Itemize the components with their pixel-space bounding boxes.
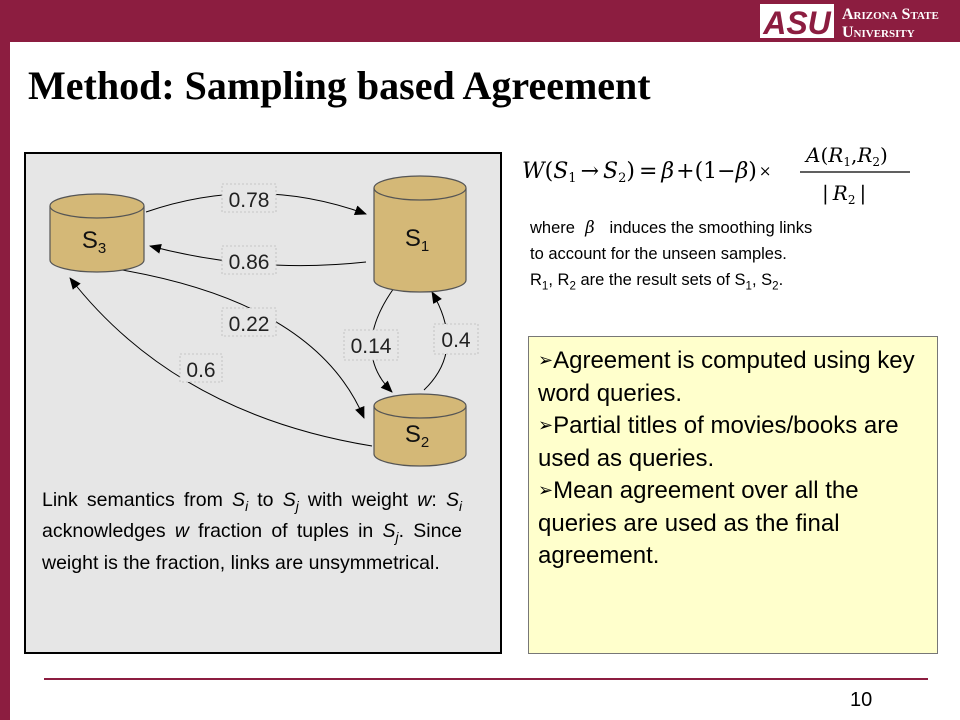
weight-0-78: 0.78 [229, 189, 270, 212]
page-number: 10 [850, 689, 873, 711]
edge-s2-s3 [69, 277, 373, 447]
node-s3: S3 [49, 193, 145, 273]
page-title: Method: Sampling based Agreement [28, 63, 651, 108]
footer-divider [44, 678, 928, 680]
weight-formula: W(S1→S2)=β+(1−β)× A(R1,R2) |R2| [522, 143, 910, 207]
logo-mark-box [760, 4, 834, 38]
weight-0-4: 0.4 [441, 329, 471, 352]
bullet-item: ➢Agreement is computed using key word qu… [538, 347, 915, 407]
weight-0-6: 0.6 [186, 359, 215, 382]
node-s2: S2 [373, 393, 467, 467]
arrow-bullet-icon: ➢ [538, 350, 554, 371]
node-s2-label: S2 [405, 421, 429, 451]
bullet-item: ➢Mean agreement over all the queries are… [538, 477, 859, 569]
formula-denominator: |R2| [822, 181, 866, 207]
explanation-line-2: to account for the unseen samples. [530, 245, 787, 263]
explanation-line-3: R1, R2 are the result sets of S1, S2. [530, 271, 784, 293]
edge-label-s1-s3: 0.86 [221, 245, 277, 275]
node-s1-label: S1 [405, 225, 429, 255]
edge-label-s1-s2: 0.14 [343, 329, 399, 361]
agreement-notes: ➢Agreement is computed using key word qu… [528, 336, 938, 654]
node-s1: S1 [373, 175, 467, 293]
arrow-bullet-icon: ➢ [538, 480, 554, 501]
edge-s3-s2 [121, 269, 365, 419]
edge-label-s3-s2: 0.22 [221, 307, 277, 337]
arrow-bullet-icon: ➢ [538, 415, 554, 436]
bullet-item: ➢Partial titles of movies/books are used… [538, 412, 899, 472]
link-semantics-caption: Link semantics from Si to Sj with weight… [42, 489, 463, 574]
left-accent-bar [0, 0, 10, 720]
node-s3-label: S3 [82, 227, 106, 257]
beta-symbol: β [585, 218, 595, 237]
formula-lhs: W(S1→S2)=β+(1−β)× [522, 159, 771, 186]
logo-line1: Arizona State [842, 6, 939, 23]
weight-0-86: 0.86 [229, 251, 270, 274]
weight-0-14: 0.14 [351, 335, 392, 358]
edge-label-s2-s1: 0.4 [433, 323, 479, 355]
logo-line2: University [842, 24, 915, 41]
source-graph: 0.78 0.86 0.22 0.6 0.14 0.4 S3 [49, 175, 479, 467]
asu-logo: ASU Arizona State University [760, 4, 939, 41]
logo-mark: ASU [762, 5, 831, 41]
edge-label-s3-s1: 0.78 [221, 183, 277, 213]
formula-numerator: A(R1,R2) [804, 143, 888, 169]
diagram-panel: 0.78 0.86 0.22 0.6 0.14 0.4 S3 [24, 152, 502, 654]
weight-0-22: 0.22 [229, 313, 270, 336]
edge-label-s2-s3: 0.6 [179, 353, 223, 383]
